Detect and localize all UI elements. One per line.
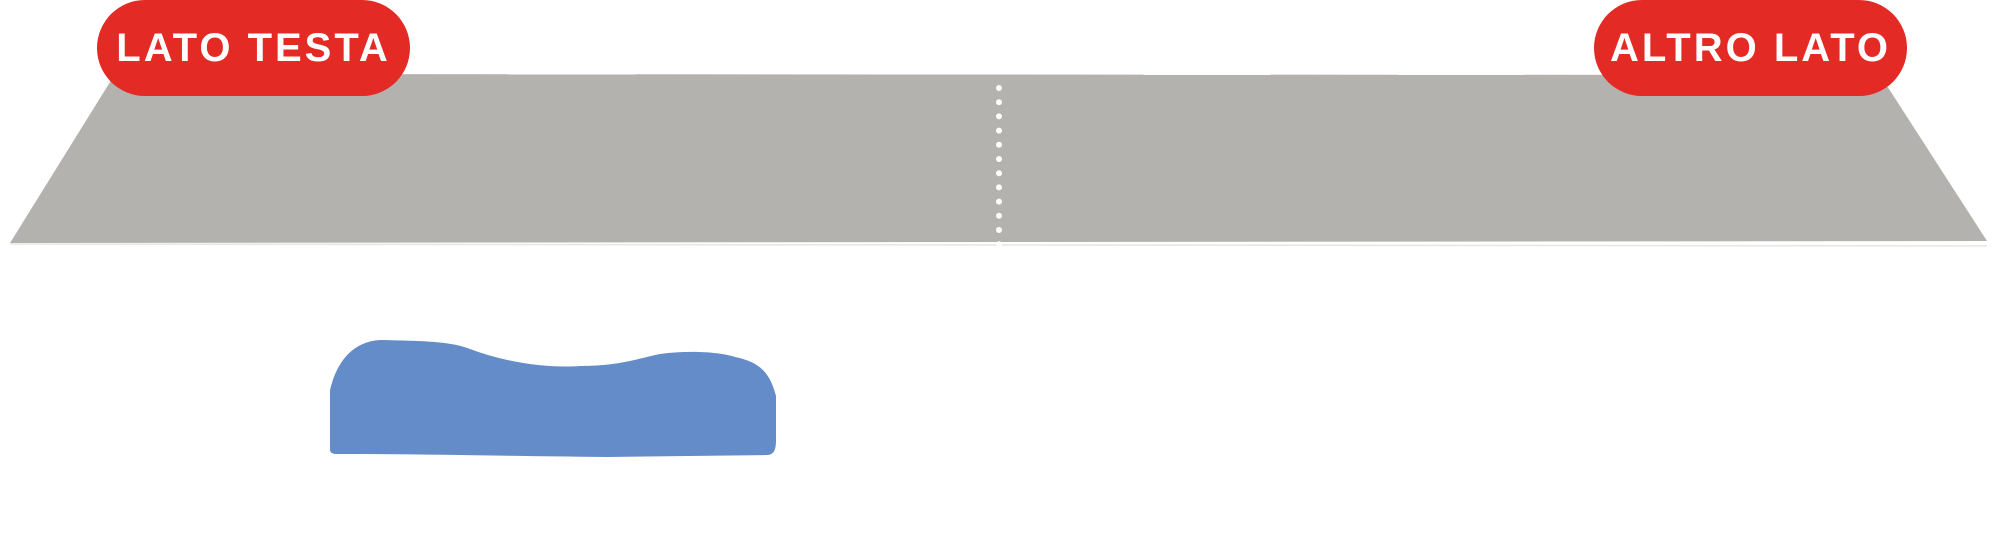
divider-dot xyxy=(996,184,1002,191)
center-divider xyxy=(996,85,1002,248)
divider-dot xyxy=(996,99,1002,106)
divider-dot xyxy=(996,113,1002,120)
divider-dot xyxy=(996,227,1002,233)
divider-dot xyxy=(996,198,1002,205)
divider-dot xyxy=(996,212,1002,219)
divider-dot xyxy=(996,85,1002,91)
divider-dot xyxy=(996,170,1002,177)
divider-dot xyxy=(996,141,1002,148)
other-side-label: ALTRO LATO xyxy=(1594,0,1907,96)
contour-pillow-icon xyxy=(330,340,776,457)
divider-dot xyxy=(996,241,1002,248)
divider-dot xyxy=(996,127,1002,134)
divider-dot xyxy=(996,156,1002,162)
head-side-label: LATO TESTA xyxy=(97,0,410,96)
